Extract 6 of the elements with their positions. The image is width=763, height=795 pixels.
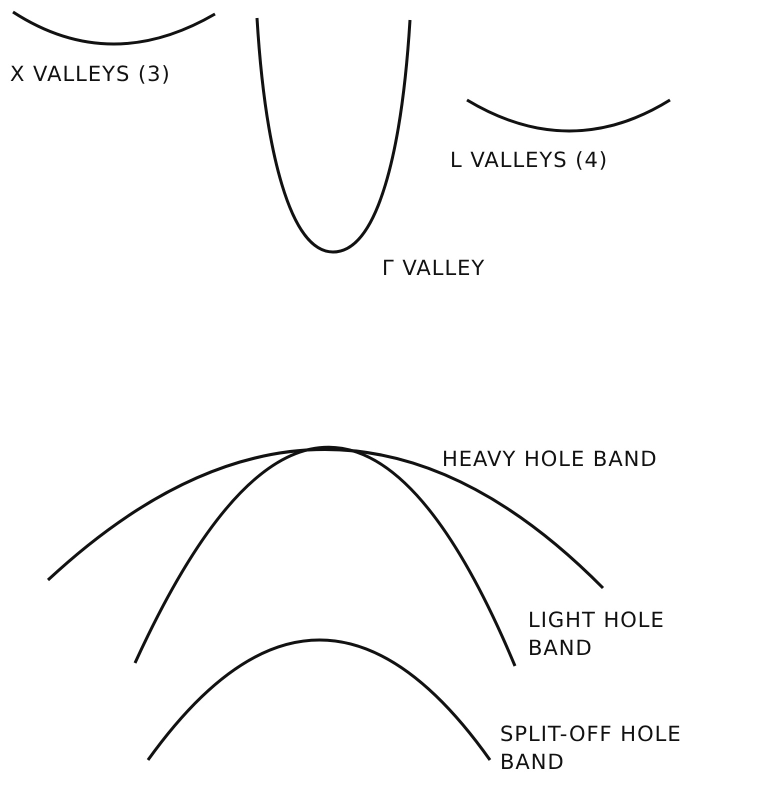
band-label: L VALLEYS (4) bbox=[450, 147, 608, 174]
band-label: LIGHT HOLE BAND bbox=[528, 607, 666, 662]
band-label: X VALLEYS (3) bbox=[10, 61, 171, 88]
band-label: Γ VALLEY bbox=[382, 255, 486, 282]
band-label: SPLIT-OFF HOLE BAND bbox=[500, 721, 683, 776]
band-label: HEAVY HOLE BAND bbox=[442, 446, 658, 473]
